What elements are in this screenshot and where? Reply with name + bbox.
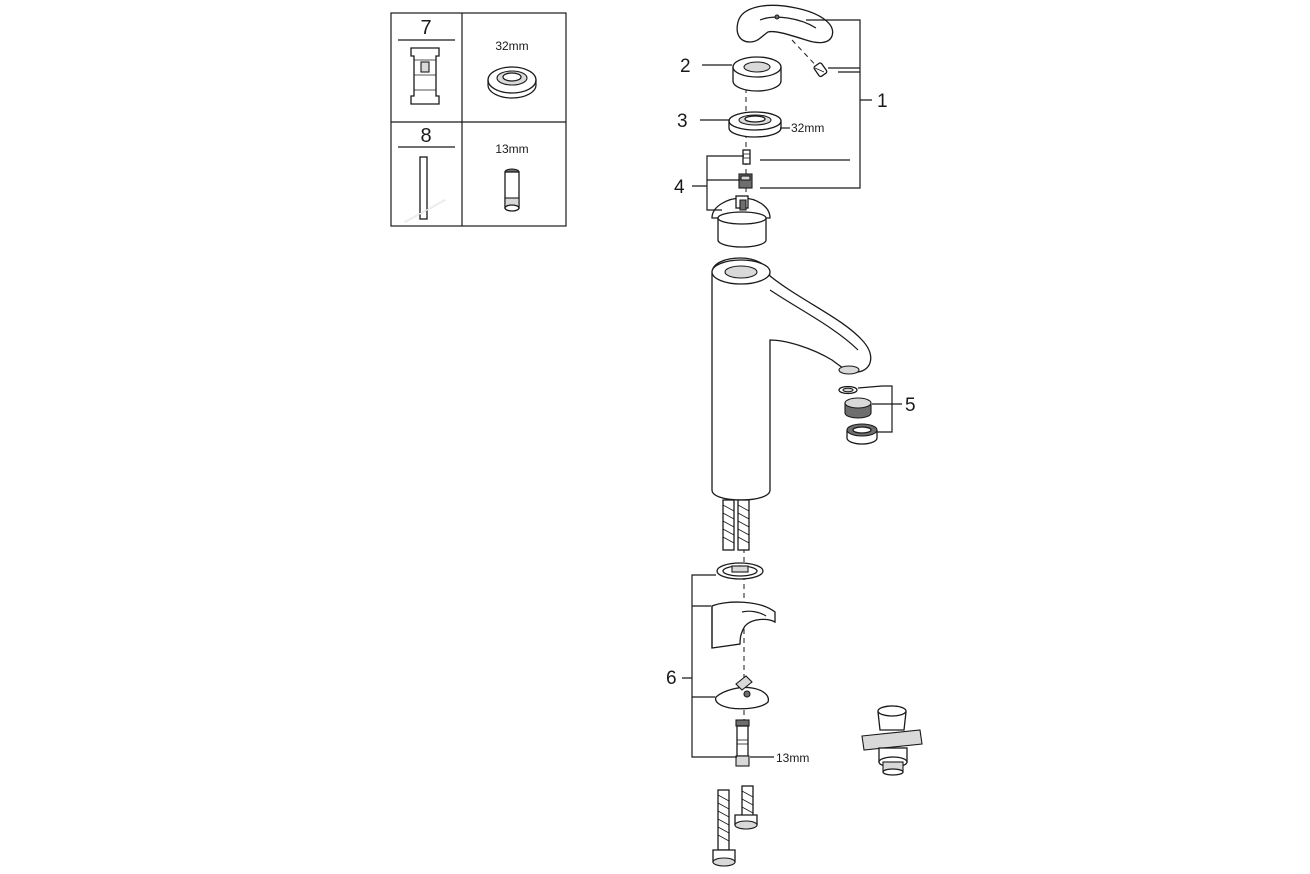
nut-size-label: 32mm xyxy=(791,121,824,135)
tool-size-13mm: 13mm xyxy=(495,142,528,156)
faucet-body xyxy=(711,257,872,501)
tool-size-32mm: 32mm xyxy=(495,39,528,53)
supply-hoses-lower xyxy=(712,785,758,867)
callout-6-bracket xyxy=(682,574,737,758)
callout-6: 6 xyxy=(666,668,677,689)
stud-size-label: 13mm xyxy=(776,751,809,765)
supply-hoses-upper xyxy=(722,499,750,551)
pop-up-waste xyxy=(861,705,923,776)
mounting-washer-ring xyxy=(716,562,764,580)
callout-5: 5 xyxy=(905,395,916,416)
callout-3: 3 xyxy=(677,111,688,132)
callout-2: 2 xyxy=(680,56,691,77)
callout-5-bracket xyxy=(857,385,902,433)
t-wrench-icon xyxy=(404,156,446,223)
callout-4-bracket xyxy=(692,155,744,211)
mounting-plate xyxy=(714,675,770,710)
cartridge-tool-icon xyxy=(410,47,440,105)
tool-box: 7 32mm 8 13mm xyxy=(390,12,567,227)
cartridge-screw xyxy=(742,149,751,165)
tool-number-7: 7 xyxy=(420,17,431,39)
callout-1: 1 xyxy=(877,91,888,112)
handle-grub-screw xyxy=(813,62,828,78)
threaded-nut xyxy=(728,111,782,138)
threaded-stud xyxy=(735,719,750,767)
ceramic-cartridge xyxy=(711,195,771,248)
tool-number-8: 8 xyxy=(420,125,431,147)
callout-1-bracket xyxy=(760,19,872,189)
cover-cap xyxy=(732,56,782,92)
callout-4: 4 xyxy=(674,177,685,198)
socket-13mm-icon xyxy=(504,168,520,212)
horseshoe-gasket xyxy=(711,601,776,649)
aerator-set xyxy=(838,385,878,445)
nut-32mm-icon xyxy=(487,66,537,99)
lever-handle xyxy=(736,4,834,44)
stem-adapter xyxy=(738,173,753,189)
